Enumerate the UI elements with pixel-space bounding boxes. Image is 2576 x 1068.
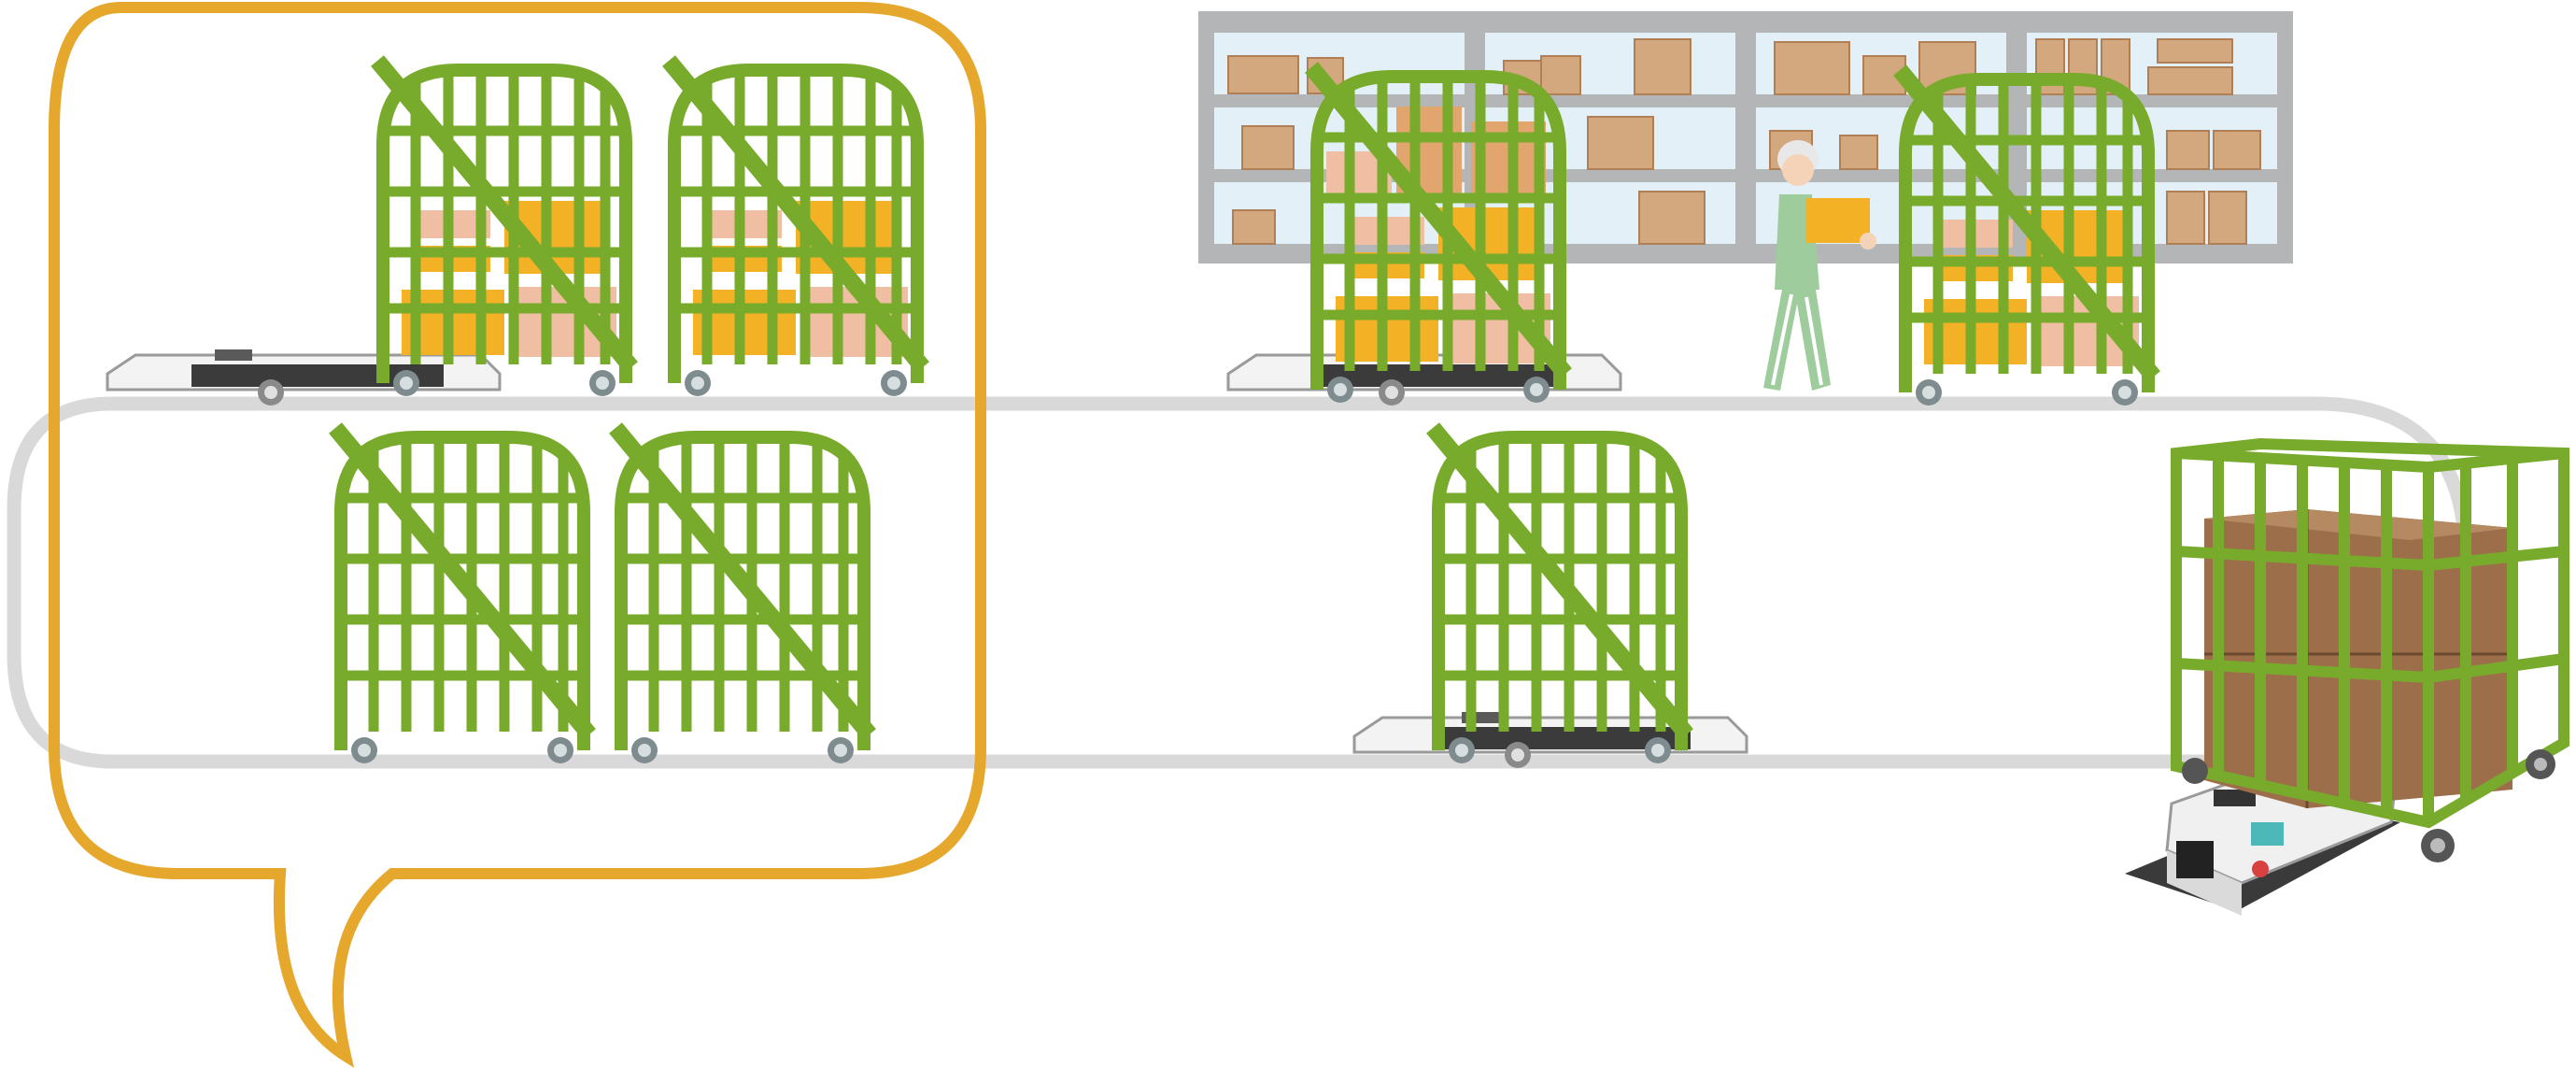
roll-cage-cart-icon — [669, 61, 923, 396]
cart-wheels — [2182, 749, 2555, 862]
roll-cage-cart-icon — [2171, 437, 2569, 829]
warehouse-worker-icon — [1763, 140, 1876, 391]
roll-cage-cart-icon — [616, 428, 870, 763]
speech-bubble-icon — [49, 1, 986, 1068]
roll-cage-cart-icon — [377, 61, 631, 396]
roll-cage-cart-icon — [335, 428, 589, 763]
roll-cage-cart-icon — [1433, 428, 1687, 763]
roll-cage-cart-icon — [1311, 67, 1565, 403]
agv-track — [7, 396, 2473, 769]
